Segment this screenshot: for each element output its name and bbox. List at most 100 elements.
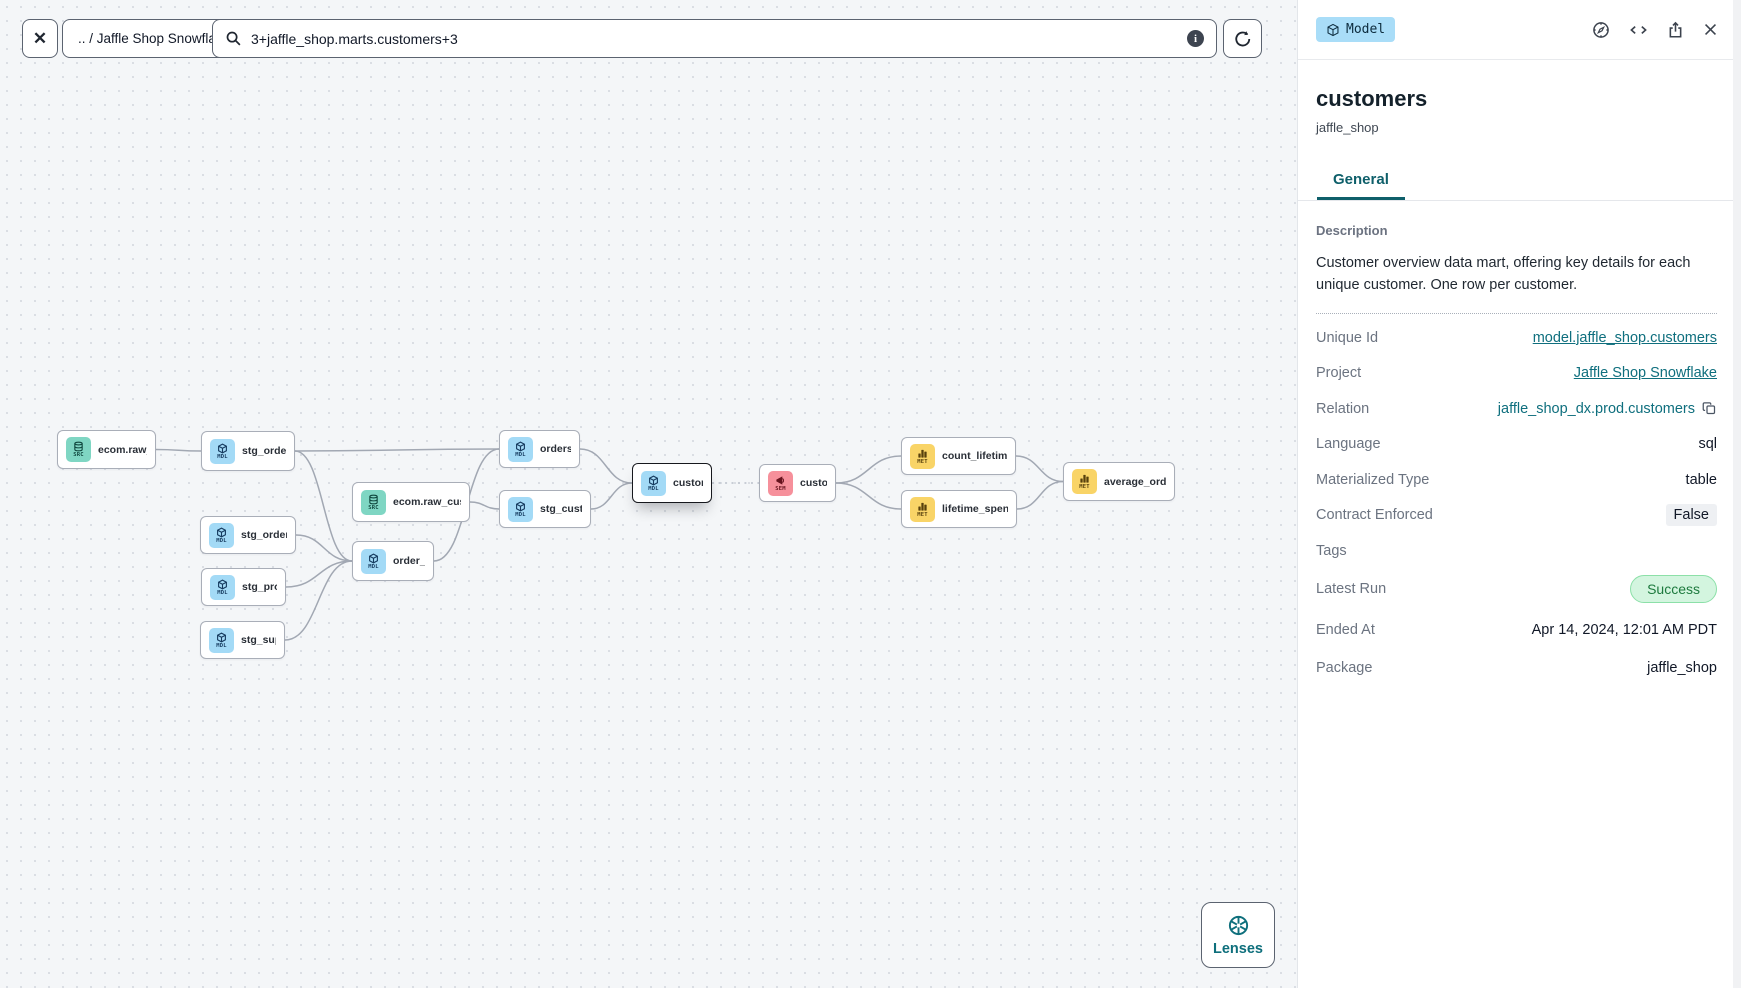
detail-label: Language — [1316, 436, 1381, 453]
edge-ecom_raw_customers-to-stg_customers — [469, 501, 500, 510]
detail-label: Materialized Type — [1316, 471, 1430, 488]
detail-row-package: Package jaffle_shop — [1316, 650, 1717, 686]
detail-row-ended-at: Ended At Apr 14, 2024, 12:01 AM PDT — [1316, 609, 1717, 650]
tab-general[interactable]: General — [1317, 161, 1405, 200]
refresh-button[interactable] — [1223, 19, 1262, 58]
model-icon: MDL — [641, 470, 666, 496]
graph-node-customers_model[interactable]: MDL customers — [632, 463, 712, 503]
materialized-value: table — [1685, 471, 1717, 488]
lenses-aperture-icon — [1227, 914, 1250, 937]
detail-row-latest-run: Latest Run Success — [1316, 568, 1717, 609]
edge-orders-to-customers_model — [579, 448, 633, 484]
graph-node-average_order_value[interactable]: MET average_order_value — [1063, 462, 1175, 501]
detail-row-unique-id: Unique Id model.jaffle_shop.customers — [1316, 320, 1717, 356]
node-label: stg_order_items — [241, 529, 287, 541]
code-icon[interactable] — [1628, 20, 1649, 40]
search-input[interactable] — [251, 30, 1178, 47]
relation-value: jaffle_shop_dx.prod.customers — [1497, 400, 1695, 417]
panel-tabs: General — [1298, 161, 1741, 201]
model-icon: MDL — [209, 627, 234, 653]
detail-label: Tags — [1316, 542, 1347, 559]
node-label: customers — [800, 477, 827, 489]
refresh-icon — [1233, 29, 1253, 49]
edge-stg_supplies-to-order_items — [284, 560, 353, 641]
edge-count_lifetime_orders-to-average_order_value — [1015, 455, 1064, 483]
graph-node-stg_supplies[interactable]: MDL stg_supplies — [200, 621, 285, 659]
model-icon: MDL — [209, 522, 234, 548]
node-label: lifetime_spend_pretax — [942, 503, 1008, 515]
edge-stg_customers-to-customers_model — [590, 482, 633, 510]
model-icon: MDL — [508, 436, 533, 462]
node-label: stg_supplies — [241, 634, 276, 646]
node-label: ecom.raw_orders — [98, 443, 147, 456]
model-icon: MDL — [361, 548, 386, 574]
scrollbar[interactable] — [1733, 0, 1741, 988]
graph-node-stg_order_items[interactable]: MDL stg_order_items — [200, 516, 296, 554]
node-label: count_lifetime_orders — [942, 450, 1007, 462]
lenses-label: Lenses — [1213, 940, 1263, 957]
edge-stg_order_items-to-order_items — [295, 534, 353, 562]
close-lineage-button[interactable]: ✕ — [22, 19, 58, 58]
detail-label: Project — [1316, 365, 1362, 382]
detail-row-relation: Relation jaffle_shop_dx.prod.customers — [1316, 391, 1717, 427]
detail-row-tags: Tags — [1316, 533, 1717, 569]
explore-compass-icon[interactable] — [1591, 20, 1611, 40]
edge-customers_sem-to-count_lifetime_orders — [835, 455, 902, 484]
package-subtitle: jaffle_shop — [1316, 120, 1379, 135]
edge-stg_orders-to-orders — [294, 448, 500, 452]
page-title: customers — [1316, 86, 1428, 111]
lenses-button[interactable]: Lenses — [1201, 902, 1275, 968]
graph-node-order_items[interactable]: MDL order_items — [352, 541, 434, 581]
contract-badge: False — [1665, 504, 1717, 527]
model-icon: MDL — [210, 438, 235, 464]
node-label: stg_products — [242, 581, 277, 593]
graph-node-stg_products[interactable]: MDL stg_products — [201, 568, 286, 606]
node-label: orders — [540, 443, 571, 455]
semantic-model-icon: SEM — [768, 470, 793, 496]
source-icon: SRC — [66, 437, 91, 462]
detail-label: Relation — [1316, 400, 1370, 417]
graph-node-orders[interactable]: MDL orders — [499, 430, 580, 468]
graph-node-customers_sem[interactable]: SEM customers — [759, 464, 836, 502]
node-label: stg_customers — [540, 503, 582, 515]
node-label: average_order_value — [1104, 475, 1166, 488]
description-text: Customer overview data mart, offering ke… — [1316, 255, 1691, 294]
graph-node-ecom_raw_orders[interactable]: SRC ecom.raw_orders — [57, 430, 156, 469]
status-badge: Success — [1630, 574, 1717, 603]
detail-label: Package — [1316, 660, 1373, 677]
project-link[interactable]: Jaffle Shop Snowflake — [1573, 365, 1717, 382]
model-icon: MDL — [210, 574, 235, 600]
detail-label: Latest Run — [1316, 580, 1387, 597]
ended-at-value: Apr 14, 2024, 12:01 AM PDT — [1531, 621, 1717, 638]
copy-icon[interactable] — [1702, 401, 1717, 416]
cube-icon — [1326, 23, 1340, 37]
detail-label: Unique Id — [1316, 329, 1379, 346]
info-icon[interactable]: i — [1187, 30, 1204, 47]
unique-id-link[interactable]: model.jaffle_shop.customers — [1532, 329, 1717, 346]
search-icon — [225, 30, 242, 47]
divider — [1316, 312, 1717, 314]
node-label: customers — [673, 477, 703, 489]
resource-type-badge: Model — [1316, 17, 1396, 42]
node-label: ecom.raw_customers — [393, 496, 461, 508]
detail-row-project: Project Jaffle Shop Snowflake — [1316, 355, 1717, 391]
lineage-search: i — [212, 19, 1217, 58]
edge-customers_sem-to-lifetime_spend_pretax — [835, 482, 902, 510]
share-icon[interactable] — [1666, 20, 1685, 40]
graph-node-stg_customers[interactable]: MDL stg_customers — [499, 490, 591, 528]
metric-icon: MET — [1072, 469, 1097, 494]
language-value: sql — [1698, 436, 1717, 453]
description-label: Description — [1316, 223, 1388, 238]
edge-lifetime_spend_pretax-to-average_order_value — [1016, 480, 1064, 510]
lineage-canvas[interactable]: SRCecom.raw_ordersMDLstg_ordersMDLstg_or… — [0, 0, 1297, 988]
details-panel: Model — [1297, 0, 1741, 988]
model-icon: MDL — [508, 496, 533, 522]
detail-row-language: Language sql — [1316, 426, 1717, 462]
close-panel-icon[interactable] — [1702, 21, 1719, 38]
edge-stg_orders-to-order_items — [294, 450, 353, 562]
node-label: order_items — [393, 555, 425, 567]
